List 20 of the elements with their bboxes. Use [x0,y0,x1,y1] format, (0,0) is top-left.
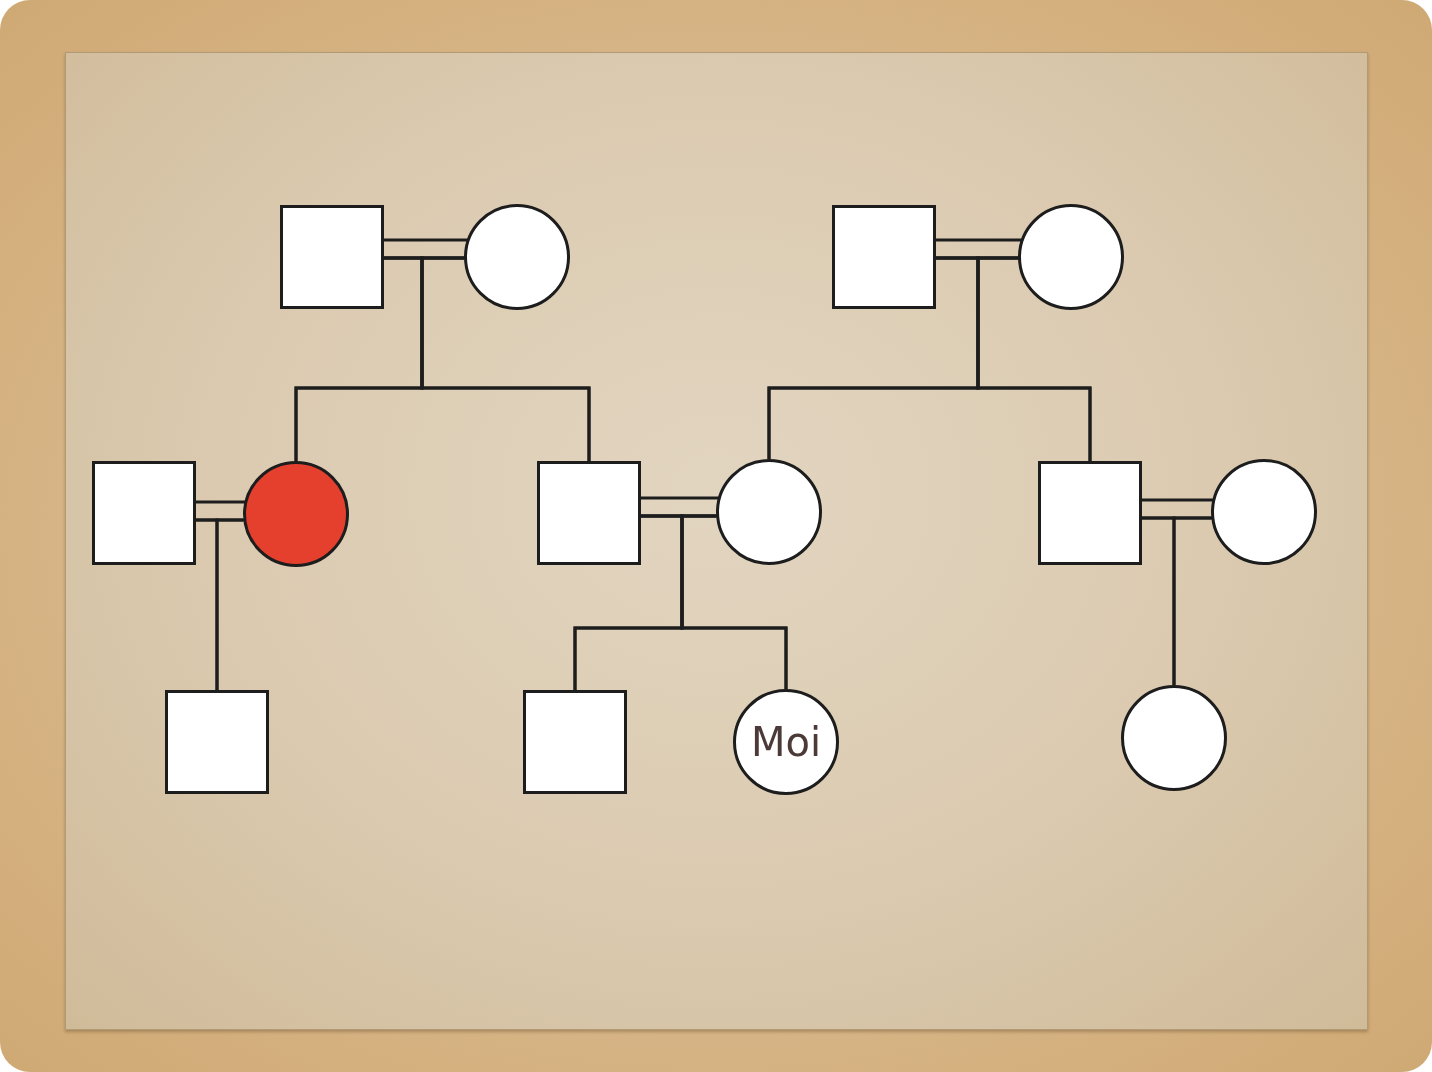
circle-symbol [733,689,839,795]
square-symbol [1038,461,1142,565]
descent-line [420,256,591,461]
person-label: Moi [750,722,822,762]
square-symbol [280,205,384,309]
square-symbol [537,461,641,565]
circle-symbol [716,459,822,565]
descent-line [976,256,1092,461]
square-symbol [165,690,269,794]
descent-line [215,518,244,690]
descent-line [680,514,788,689]
circle-symbol [1211,459,1317,565]
descent-line [1172,516,1212,685]
square-symbol [832,205,936,309]
circle-symbol [464,204,570,310]
circle-symbol [243,461,349,567]
square-symbol [523,690,627,794]
circle-symbol [1121,685,1227,791]
square-symbol [92,461,196,565]
circle-symbol [1018,204,1124,310]
